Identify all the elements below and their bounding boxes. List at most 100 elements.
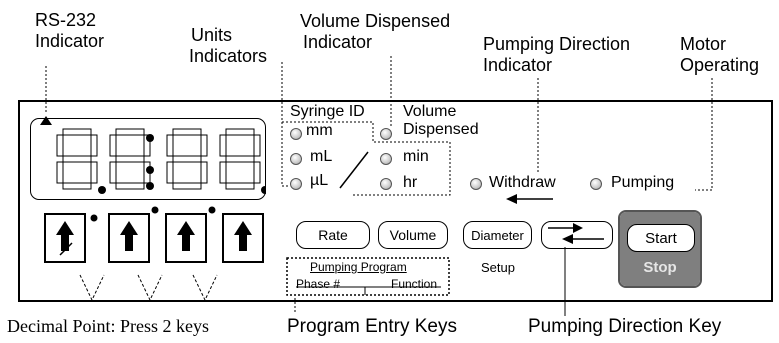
digit-1-segment-b — [90, 134, 97, 156]
digit-3-segment-g — [172, 155, 201, 162]
digit-1-segment-g — [62, 155, 91, 162]
digit-1-segment-f — [56, 134, 63, 156]
motor-callout-line1: Motor — [680, 34, 727, 54]
mm-label: mm — [306, 122, 333, 139]
decimal-v-3 — [192, 274, 218, 302]
digit-2-segment-a — [115, 128, 144, 135]
up-arrow-icon — [56, 221, 74, 256]
withdraw-key-arrow-head — [562, 234, 573, 244]
digit-3-segment-a — [172, 128, 201, 135]
pumping-label: Pumping — [611, 174, 675, 191]
digit-3-segment-f — [166, 134, 173, 156]
units-slash — [339, 151, 369, 189]
up-arrow-icon — [177, 221, 195, 251]
stop-label[interactable]: Stop — [643, 259, 677, 276]
rate-button[interactable]: Rate — [296, 221, 370, 249]
digit-4-segment-d — [225, 182, 254, 189]
withdraw-led — [470, 178, 482, 190]
digit-1-segment-d — [62, 182, 91, 189]
digit-2-segment-d — [115, 182, 144, 189]
pumping-direction-callout-line1: Pumping Direction — [483, 34, 631, 54]
decimal-slash-mark — [59, 242, 73, 256]
hr-led — [380, 178, 392, 190]
decimal-dot-2 — [151, 206, 159, 214]
syringe-id-label: Syringe ID — [290, 103, 365, 120]
units-callout-line2: Indicators — [189, 46, 268, 66]
digit-4-segment-f — [219, 134, 226, 156]
motor-callout: Motor Operating — [680, 34, 759, 76]
up-arrow-shape — [177, 221, 195, 251]
volume-dispensed-led — [380, 128, 392, 140]
infuse-arrow-head — [573, 223, 583, 233]
digit-4-segment-e — [219, 161, 226, 183]
mm-led — [290, 128, 302, 140]
digit-display — [30, 118, 266, 200]
digit-2-segment-f — [109, 134, 116, 156]
min-label: min — [403, 148, 429, 165]
volume-dispensed-callout-line2: Indicator — [303, 32, 373, 52]
withdraw-label: Withdraw — [489, 174, 556, 191]
digit-4-segment-g — [225, 155, 254, 162]
ul-led — [290, 178, 302, 190]
colon-dot-2 — [145, 165, 154, 174]
up-arrow-shape — [120, 221, 138, 251]
units-bracket — [282, 121, 451, 196]
hr-label: hr — [403, 174, 418, 191]
ml-led — [290, 153, 302, 165]
digit-3-segment-e — [166, 161, 173, 183]
digit-key-4[interactable] — [222, 213, 264, 263]
digit-1-segment-a — [62, 128, 91, 135]
motor-callout-line2: Operating — [680, 55, 760, 75]
units-callout-line1: Units — [191, 25, 233, 45]
decimal-v-2 — [137, 274, 163, 302]
ul-label: µL — [310, 172, 329, 189]
volume-button[interactable]: Volume — [378, 221, 448, 249]
program-entry-keys-callout: Program Entry Keys — [287, 316, 457, 337]
digit-2-segment-g — [115, 155, 144, 162]
decimal-dot-3 — [208, 206, 216, 214]
min-led — [380, 153, 392, 165]
digit-4-segment-c — [253, 161, 260, 183]
decimal-v-1 — [79, 274, 105, 302]
digit-key-1[interactable] — [44, 213, 86, 263]
decimal-dot-1 — [90, 214, 98, 222]
pumping-led — [590, 178, 602, 190]
setup-label: Setup — [481, 260, 515, 275]
digit-key-2[interactable] — [108, 213, 150, 263]
digit-3-segment-b — [200, 134, 207, 156]
digit-3-segment-c — [200, 161, 207, 183]
pumping-program-title: Pumping Program — [290, 260, 407, 274]
pumping-direction-callout-line2: Indicator — [483, 55, 553, 75]
digit-3-segment-d — [172, 182, 201, 189]
withdraw-arrow-head — [506, 194, 517, 204]
pumping-direction-key-callout: Pumping Direction Key — [528, 316, 722, 337]
up-arrow-icon — [234, 221, 252, 251]
pumping-direction-callout: Pumping Direction Indicator — [483, 34, 630, 76]
volume-dispensed-label-line1: Volume — [403, 103, 457, 120]
digit-1-decimal-point — [97, 185, 106, 194]
volume-dispensed-callout: Volume Dispensed Indicator — [300, 11, 450, 53]
start-stop-key[interactable]: Start Stop — [618, 210, 702, 288]
up-arrow-icon — [120, 221, 138, 251]
rs232-callout: RS-232 Indicator — [35, 10, 104, 52]
diameter-button[interactable]: Diameter — [463, 221, 532, 249]
seven-segment-digits — [56, 128, 266, 194]
volume-dispensed-label: Volume Dispensed — [403, 103, 479, 139]
up-arrow-shape — [56, 221, 74, 251]
rs232-callout-line1: RS-232 — [35, 10, 97, 30]
rs232-callout-line2: Indicator — [35, 31, 105, 51]
colon-dot-3 — [145, 181, 154, 190]
units-callout: Units Indicators — [189, 25, 267, 67]
start-button[interactable]: Start — [627, 224, 695, 252]
digit-1-segment-e — [56, 161, 63, 183]
digit-4-segment-b — [253, 134, 260, 156]
colon-dot-1 — [145, 133, 154, 142]
digit-2-segment-b — [143, 134, 150, 156]
digit-key-3[interactable] — [165, 213, 207, 263]
decimal-point-callout: Decimal Point: Press 2 keys — [7, 316, 209, 336]
volume-dispensed-label-line2: Dispensed — [403, 121, 479, 138]
digit-4-decimal-point — [260, 185, 266, 194]
ml-label: mL — [310, 148, 333, 165]
digit-1-segment-c — [90, 161, 97, 183]
